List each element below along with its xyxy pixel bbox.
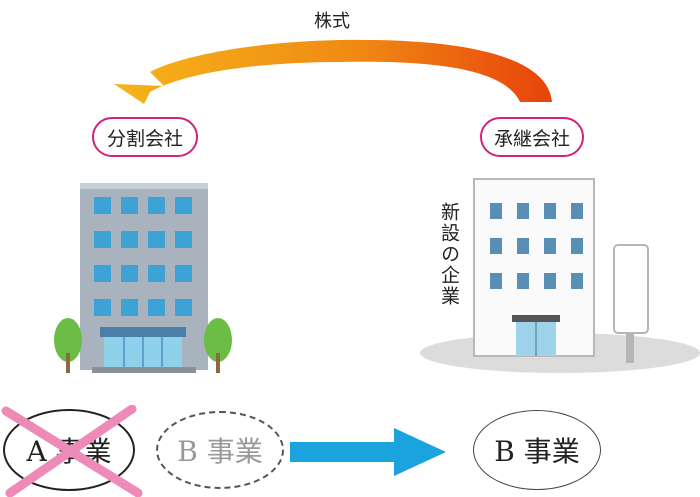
business-a-cross-mark — [1, 405, 143, 497]
business-b-right-label: B 事業 — [494, 435, 580, 468]
successor-company-building — [420, 178, 700, 373]
split-company-building — [54, 183, 232, 373]
business-b-right-oval: B 事業 — [473, 410, 601, 490]
split-company-label: 分割会社 — [92, 117, 198, 157]
business-b-left-label: B 事業 — [177, 435, 263, 468]
successor-company-label: 承継会社 — [480, 117, 584, 157]
business-b-left-oval: B 事業 — [156, 411, 284, 489]
stock-label: 株式 — [314, 11, 350, 32]
new-company-note: 新設の企業 — [438, 202, 460, 307]
business-transfer-arrow — [290, 428, 446, 476]
